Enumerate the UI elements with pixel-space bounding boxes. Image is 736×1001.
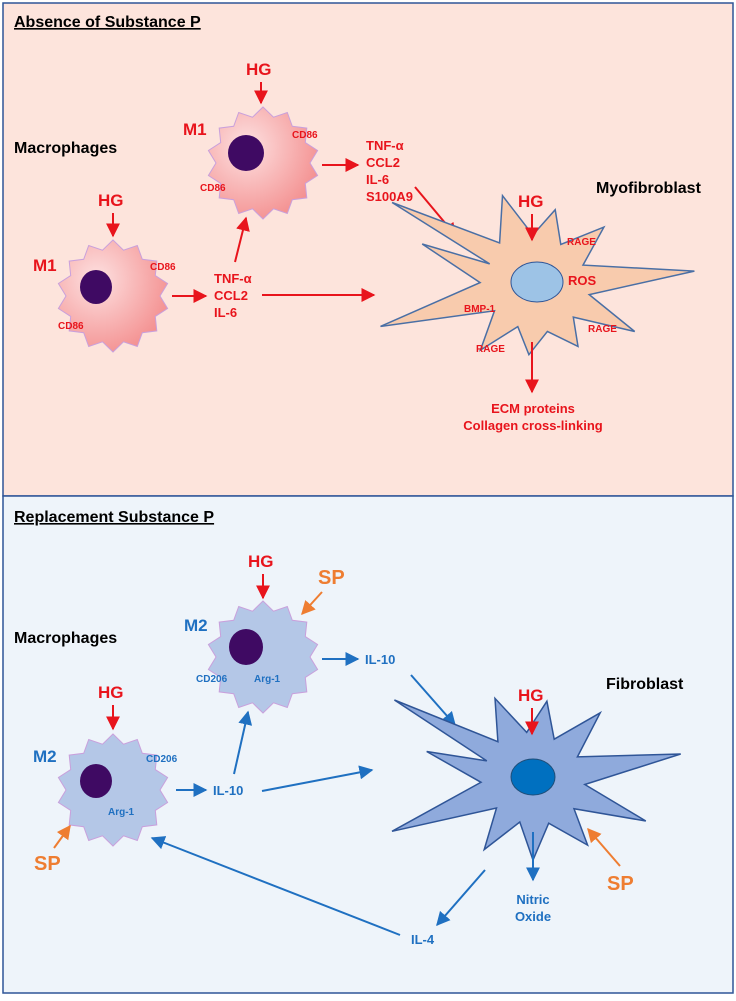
m1-label-lower: M1 <box>33 256 57 275</box>
sp-label-fibroblast: SP <box>607 873 634 895</box>
arrow-il10-to-m2-upper <box>233 710 253 775</box>
arrow-cytokines-to-m1-upper <box>234 216 250 263</box>
sp-label-m2-lower: SP <box>34 853 61 875</box>
macrophages-label-top: Macrophages <box>14 140 117 157</box>
macrophages-label-bottom: Macrophages <box>14 630 117 647</box>
output-collagen: Collagen cross-linking <box>463 418 602 433</box>
m1-macrophage-cell-lower <box>57 239 169 353</box>
cytokine-low-2: IL-6 <box>214 305 237 320</box>
arg1-marker-upper: Arg-1 <box>254 674 281 685</box>
output-ecm: ECM proteins <box>491 401 575 416</box>
cytokine-high-1: CCL2 <box>366 155 400 170</box>
sp-arrow-fibroblast <box>587 827 621 867</box>
nitric-oxide-line2: Oxide <box>515 909 551 924</box>
hg-label-myofibroblast: HG <box>518 192 544 211</box>
il10-high-label: IL-10 <box>365 652 395 667</box>
sp-arrow-m2-lower <box>53 824 71 849</box>
hg-label-m1-upper: HG <box>246 60 272 79</box>
rage-marker-1: RAGE <box>567 237 596 248</box>
cd86-marker-lower-a: CD86 <box>150 262 176 273</box>
m2-nucleus-upper <box>229 629 263 665</box>
arrow-il10-to-fibroblast <box>261 765 374 792</box>
cd206-marker-upper: CD206 <box>196 674 228 685</box>
myofibroblast-label: Myofibroblast <box>596 180 702 197</box>
hg-label-m2-lower: HG <box>98 683 124 702</box>
cytokine-low-1: CCL2 <box>214 288 248 303</box>
arrow-il4-to-m2-lower <box>150 836 401 936</box>
nitric-oxide-line1: Nitric <box>516 892 549 907</box>
m1-label-upper: M1 <box>183 120 207 139</box>
ros-label: ROS <box>568 273 597 288</box>
rage-marker-3: RAGE <box>476 344 505 355</box>
cd86-marker-upper-b: CD86 <box>200 183 226 194</box>
m1-nucleus-lower <box>80 270 112 304</box>
il4-label: IL-4 <box>411 932 435 947</box>
sp-label-m2-upper: SP <box>318 567 345 589</box>
cytokine-high-0: TNF-α <box>366 138 404 153</box>
cd86-marker-lower-b: CD86 <box>58 321 84 332</box>
hg-label-m1-lower: HG <box>98 191 124 210</box>
m2-label-lower: M2 <box>33 747 57 766</box>
cd86-marker-upper-a: CD86 <box>292 130 318 141</box>
sp-arrow-m2-upper <box>301 591 323 616</box>
m2-macrophage-cell-lower <box>57 733 169 847</box>
cd206-marker-lower: CD206 <box>146 754 178 765</box>
cytokine-low-0: TNF-α <box>214 271 252 286</box>
fibroblast-nucleus <box>510 758 556 796</box>
il10-low-label: IL-10 <box>213 783 243 798</box>
bottom-panel-title: Replacement Substance P <box>14 509 214 526</box>
m2-nucleus-lower <box>80 764 112 798</box>
m1-nucleus-upper <box>228 135 264 171</box>
myofibroblast-nucleus <box>510 261 564 303</box>
hg-label-fibroblast: HG <box>518 686 544 705</box>
hg-label-m2-upper: HG <box>248 552 274 571</box>
arg1-marker-lower: Arg-1 <box>108 807 135 818</box>
m1-macrophage-cell-upper <box>207 106 319 220</box>
bmp1-label: BMP-1 <box>464 304 496 315</box>
rage-marker-2: RAGE <box>588 324 617 335</box>
top-panel-title: Absence of Substance P <box>14 14 201 31</box>
cytokine-high-3: S100A9 <box>366 189 413 204</box>
m2-label-upper: M2 <box>184 616 208 635</box>
m2-macrophage-cell-upper <box>207 600 319 714</box>
arrow-fibroblast-to-il4 <box>436 869 486 927</box>
fibroblast-label: Fibroblast <box>606 676 684 693</box>
cytokine-high-2: IL-6 <box>366 172 389 187</box>
arrow-il10-high-to-fibroblast <box>410 674 456 727</box>
